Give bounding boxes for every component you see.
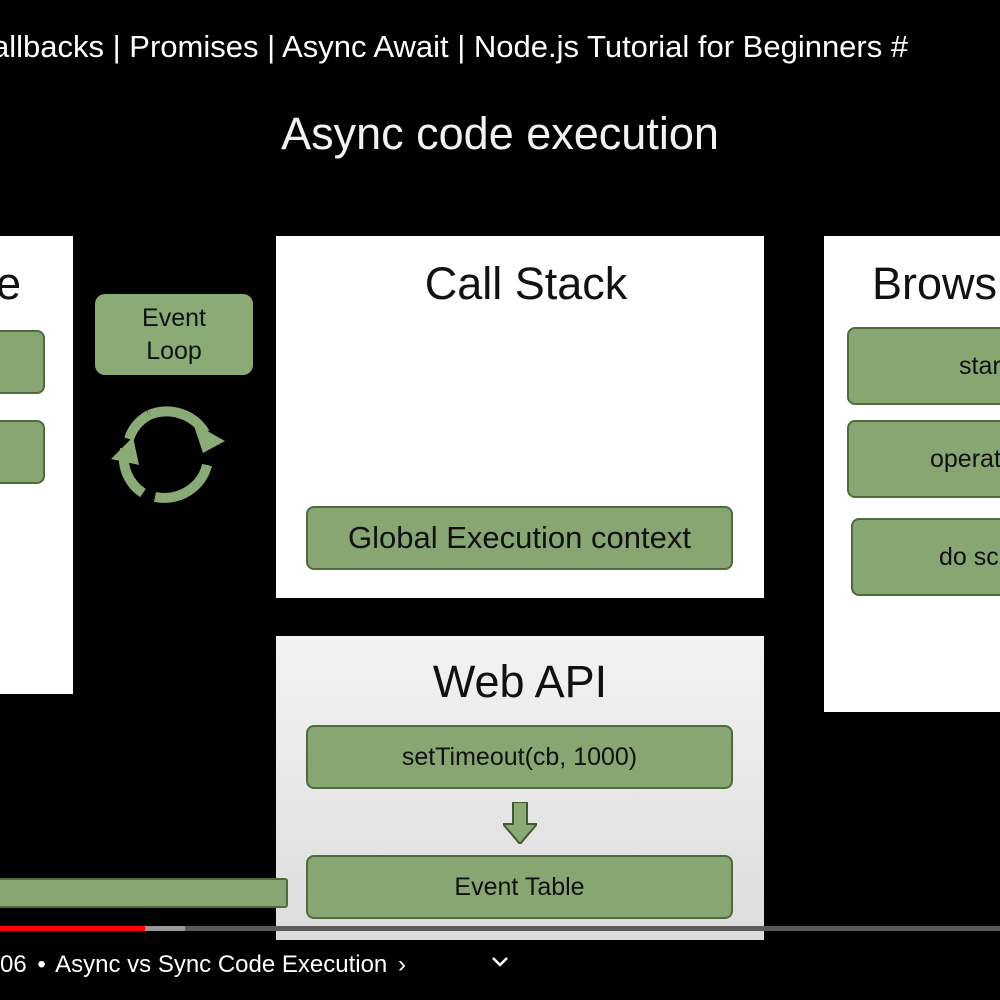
progress-bar-played[interactable] (0, 926, 145, 931)
browser-panel: Brows star operat do sc (824, 236, 1000, 712)
callback-queue-bar (0, 878, 288, 908)
event-loop-cycle-icon (111, 406, 225, 503)
progress-bar-track[interactable] (0, 926, 1000, 931)
browser-item-start: star (847, 327, 1000, 405)
chapter-time: 06 (0, 951, 27, 978)
slide-title: Async code execution (281, 108, 719, 159)
video-title[interactable]: allbacks | Promises | Async Await | Node… (0, 29, 909, 64)
chapter-title: Async vs Sync Code Execution (55, 951, 388, 978)
left-panel-box-1 (0, 330, 45, 394)
chapter-arrow-icon: › (397, 951, 406, 978)
call-stack-panel: Call Stack Global Execution context (276, 236, 764, 598)
event-loop-label-line2: Loop (146, 336, 202, 365)
web-api-panel: Web API setTimeout(cb, 1000) Event Table (276, 636, 764, 940)
progress-bar-buffered (145, 926, 185, 931)
global-execution-context-box: Global Execution context (306, 506, 733, 570)
event-table-box: Event Table (306, 855, 733, 919)
call-stack-heading: Call Stack (424, 258, 628, 309)
browser-item-operation: operat (847, 420, 1000, 498)
chapter-separator: • (37, 951, 46, 978)
chevron-down-icon[interactable] (490, 955, 510, 969)
left-panel-box-2 (0, 420, 45, 484)
browser-item-do-something: do sc (851, 518, 1000, 596)
chapter-button[interactable]: 06 • Async vs Sync Code Execution › (0, 948, 406, 982)
event-loop-box: Event Loop (95, 294, 253, 375)
browser-panel-heading: Brows (872, 258, 998, 309)
settimeout-box: setTimeout(cb, 1000) (306, 725, 733, 789)
arrow-down-icon (503, 802, 537, 844)
left-panel-heading: e (0, 258, 22, 309)
web-api-heading: Web API (432, 656, 608, 707)
left-panel: e (0, 236, 73, 694)
event-loop-label-line1: Event (142, 303, 206, 332)
